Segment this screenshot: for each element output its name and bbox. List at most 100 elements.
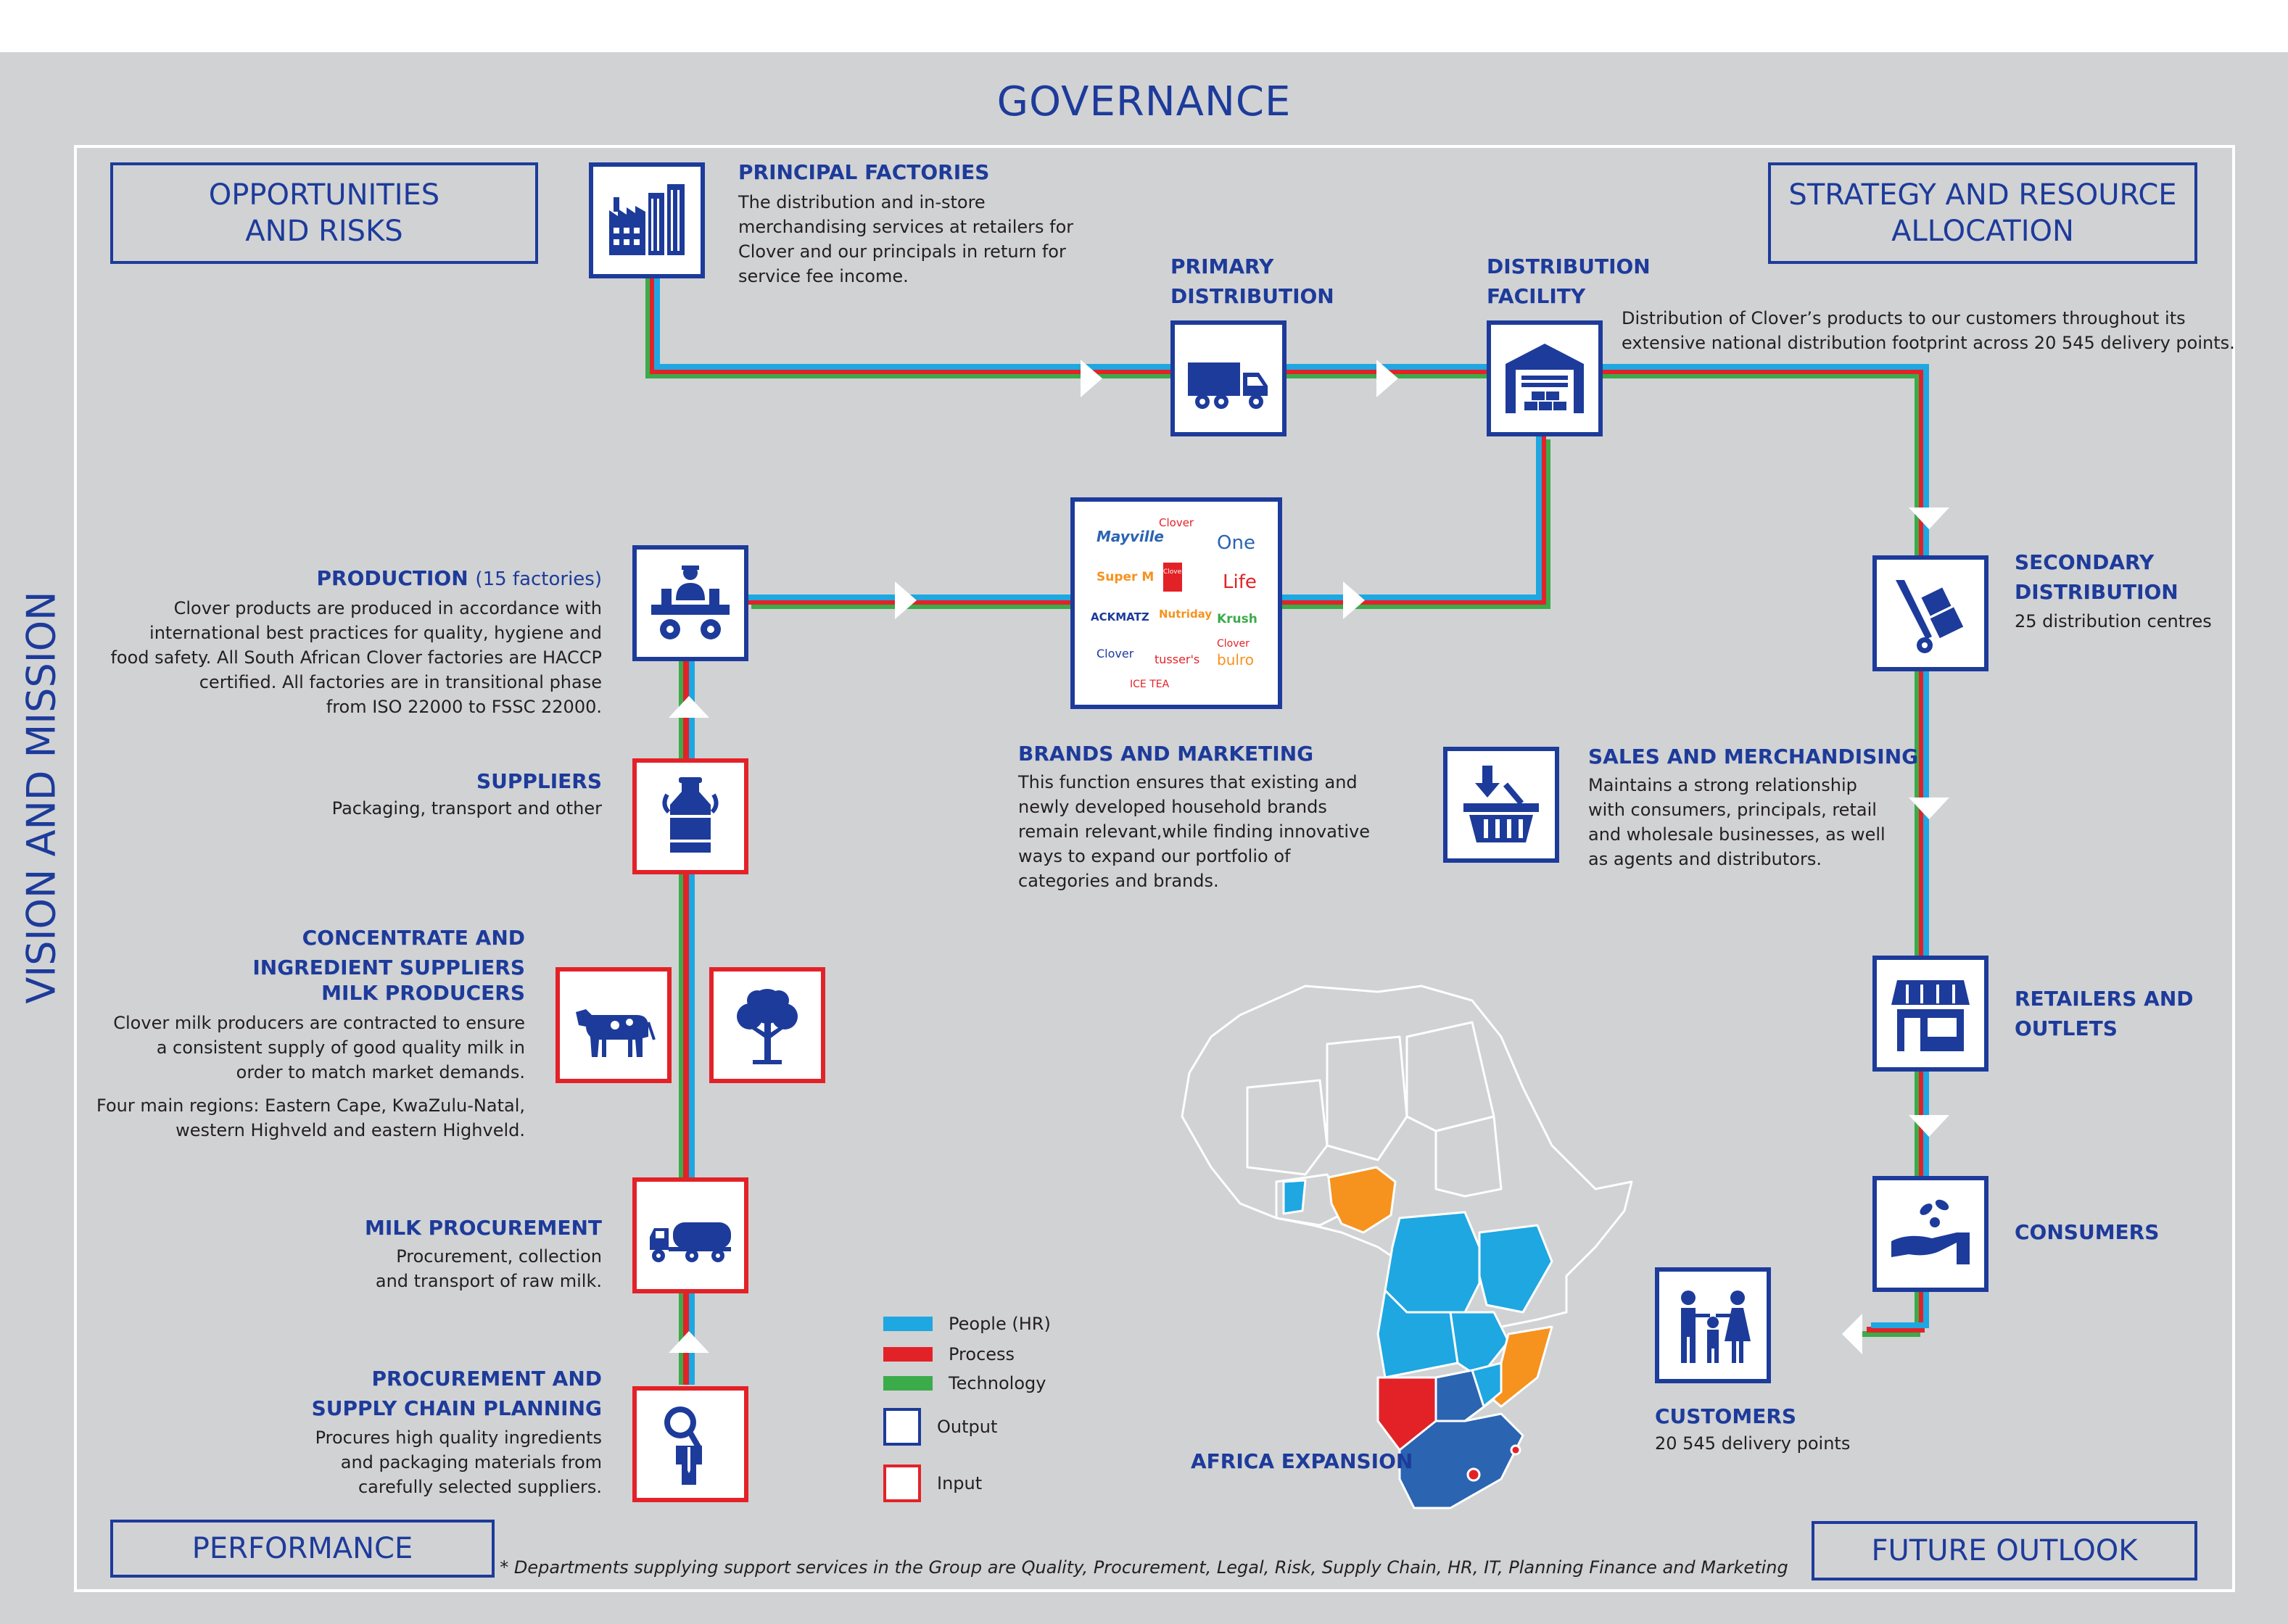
performance-label: PERFORMANCE [191, 1532, 413, 1565]
milk-procurement-desc-line1: Procurement, collection [396, 1246, 602, 1267]
production-desc-line2: international best practices for quality… [149, 623, 602, 644]
milk-procurement-desc-line2: and transport of raw milk. [375, 1271, 602, 1292]
consumers-title: CONSUMERS [2015, 1220, 2160, 1244]
factory-icon [609, 184, 685, 255]
magnifier-person-icon [664, 1406, 702, 1485]
procurement-planning-line2: SUPPLY CHAIN PLANNING [311, 1396, 602, 1420]
distribution-facility-title: DISTRIBUTION FACILITY [1487, 252, 1651, 311]
africa-country-nigeria [1327, 1166, 1397, 1234]
brand-logo-super-m: Super M [1096, 570, 1155, 584]
concentrate-line1: CONCENTRATE AND [302, 926, 525, 950]
africa-expansion-title: AFRICA EXPANSION [1191, 1449, 1413, 1473]
legend-people-swatch [883, 1317, 933, 1331]
hand-trolley-icon [1896, 580, 1964, 653]
tanker-truck-icon [650, 1222, 731, 1262]
procurement-planning-desc: Procures high quality ingredients and pa… [239, 1425, 602, 1499]
sales-desc-line2: with consumers, principals, retail [1588, 800, 1877, 821]
tanker-icon-box [632, 1177, 748, 1293]
legend-output-icon [883, 1408, 921, 1446]
procurement-planning-desc-line3: carefully selected suppliers. [358, 1477, 602, 1498]
brand-logo-ackmatz: ACKMATZ [1091, 610, 1149, 624]
production-worker-icon [651, 566, 730, 639]
trolley-icon-box [1872, 555, 1988, 671]
principal-factories-desc-line3: Clover and our principals in return for [738, 241, 1066, 262]
production-title-suffix: (15 factories) [475, 568, 602, 590]
africa-border-westcoast [1275, 1173, 1350, 1227]
customers-title: CUSTOMERS [1655, 1404, 1797, 1428]
concentrate-line2: INGREDIENT SUPPLIERS [252, 955, 525, 979]
principal-factories-desc: The distribution and in-store merchandis… [738, 190, 1073, 289]
distribution-facility-desc-line1: Distribution of Clover’s products to our… [1622, 308, 2186, 328]
distribution-facility-line1: DISTRIBUTION [1487, 254, 1651, 278]
suppliers-desc: Packaging, transport and other [331, 798, 602, 819]
milk-producers-desc: Clover milk producers are contracted to … [73, 1011, 525, 1085]
procurement-planning-desc-line1: Procures high quality ingredients [315, 1428, 602, 1448]
africa-country-ghana [1282, 1179, 1307, 1215]
brands-desc-line5: categories and brands. [1018, 871, 1219, 892]
legend-process-label: Process [949, 1344, 1015, 1364]
retailers-title: RETAILERS AND OUTLETS [2015, 985, 2194, 1043]
truck-icon [1188, 362, 1268, 409]
cow-icon [576, 1009, 656, 1057]
africa-border-east [1434, 1115, 1503, 1198]
sales-desc-line1: Maintains a strong relationship [1588, 775, 1857, 795]
principal-factories-desc-line4: service fee income. [738, 266, 909, 287]
legend-people-label: People (HR) [949, 1314, 1051, 1334]
secondary-distribution-title: SECONDARY DISTRIBUTION [2015, 548, 2178, 607]
strategy-line2: ALLOCATION [1891, 215, 2074, 248]
legend-output: Output [883, 1408, 997, 1446]
cow-icon-box [556, 967, 672, 1083]
production-desc-line3: food safety. All South African Clover fa… [110, 647, 602, 668]
production-desc-line4: certified. All factories are in transiti… [199, 672, 602, 693]
africa-country-zambia [1449, 1311, 1510, 1379]
brand-logo-clover-4: Clover [1096, 647, 1134, 660]
basket-icon-box [1443, 747, 1559, 863]
production-title-text: PRODUCTION [316, 566, 468, 590]
brands-desc: This function ensures that existing and … [1018, 770, 1370, 893]
secondary-distribution-line1: SECONDARY [2015, 550, 2155, 574]
distribution-facility-desc-line2: extensive national distribution footprin… [1622, 333, 2235, 354]
legend-process-swatch [883, 1347, 933, 1362]
primary-distribution-title: PRIMARY DISTRIBUTION [1170, 252, 1334, 311]
africa-country-drc [1384, 1211, 1481, 1314]
milk-procurement-title: MILK PROCUREMENT [365, 1216, 602, 1240]
africa-country-south-africa [1398, 1412, 1524, 1509]
shop-icon-box [1872, 956, 1988, 1072]
africa-country-zimbabwe [1471, 1362, 1503, 1408]
retailers-line1: RETAILERS AND [2015, 987, 2194, 1011]
africa-border-central-north [1326, 1035, 1408, 1161]
upper-route [645, 267, 1929, 1337]
principal-factories-desc-line1: The distribution and in-store [738, 192, 986, 212]
milk-producers-desc-line1: Clover milk producers are contracted to … [113, 1013, 525, 1033]
production-desc-line5: from ISO 22000 to FSSC 22000. [326, 697, 602, 718]
future-outlook-box: FUTURE OUTLOOK [1812, 1521, 2197, 1580]
africa-country-eswatini [1510, 1444, 1521, 1456]
brands-desc-line3: remain relevant,while finding innovative [1018, 821, 1371, 842]
legend-technology-swatch [883, 1376, 933, 1391]
brand-logo-clover-2-text: Clover [1163, 568, 1184, 576]
brands-title: BRANDS AND MARKETING [1018, 742, 1314, 766]
brand-logo-one: One [1217, 532, 1255, 554]
brands-desc-line4: ways to expand our portfolio of [1018, 846, 1291, 867]
strategy-line1: STRATEGY AND RESOURCE [1788, 178, 2177, 212]
secondary-distribution-desc: 25 distribution centres [2015, 611, 2212, 631]
family-icon-box [1655, 1267, 1771, 1383]
legend-process: Process [883, 1344, 1015, 1364]
milk-producers-desc-line2: a consistent supply of good quality milk… [156, 1037, 525, 1058]
secondary-distribution-line2: DISTRIBUTION [2015, 579, 2178, 604]
milk-producers-regions-line2: western Highveld and eastern Highveld. [175, 1120, 525, 1141]
legend-technology: Technology [883, 1373, 1046, 1393]
footnote: * Departments supplying support services… [500, 1557, 1788, 1578]
factory-icon-box [589, 162, 705, 278]
sales-desc-line3: and wholesale businesses, as well [1588, 824, 1886, 845]
inner-frame [74, 145, 2235, 1592]
primary-distribution-line2: DISTRIBUTION [1170, 283, 1334, 308]
future-outlook-label: FUTURE OUTLOOK [1871, 1534, 2138, 1567]
production-desc: Clover products are produced in accordan… [58, 596, 602, 719]
middle-route [743, 431, 1550, 609]
brand-logo-krush: Krush [1217, 612, 1257, 626]
brand-logo-life: Life [1223, 571, 1257, 593]
principal-factories-desc-line2: merchandising services at retailers for [738, 217, 1074, 238]
concentrate-title: CONCENTRATE AND INGREDIENT SUPPLIERS [218, 924, 525, 982]
